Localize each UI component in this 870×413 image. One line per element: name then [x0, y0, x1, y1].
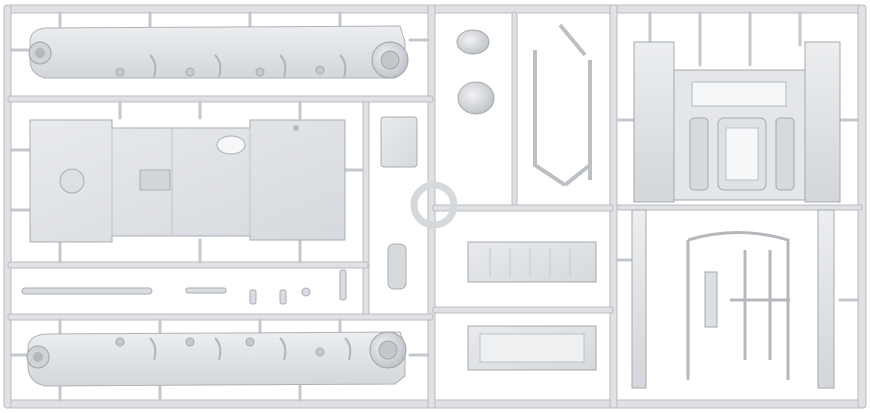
divider-v3 [362, 97, 370, 319]
small-parts-row [21, 269, 347, 305]
frame-left [3, 4, 12, 409]
divider-h6 [616, 204, 863, 211]
hull-side-bottom [26, 331, 407, 387]
divider-h5 [432, 306, 614, 314]
divider-v4 [511, 11, 518, 208]
upper-hull-frame [633, 41, 841, 203]
engine-grille-bottom [467, 325, 597, 371]
gates [9, 11, 860, 402]
divider-h2 [7, 261, 369, 269]
divider-h1 [7, 95, 434, 103]
round-hatches [456, 29, 495, 115]
side-strip-right [631, 209, 835, 389]
hull-floor-panel [29, 119, 346, 243]
grille-frame [533, 23, 592, 187]
engine-grille-top [467, 241, 597, 283]
stowage-box-small [380, 116, 418, 290]
hull-side-top [28, 25, 409, 79]
sprue-ring [410, 181, 458, 229]
sprue-frame [3, 4, 867, 409]
divider-h3 [7, 313, 434, 321]
tow-hooks [686, 231, 790, 380]
divider-h4 [432, 204, 614, 212]
